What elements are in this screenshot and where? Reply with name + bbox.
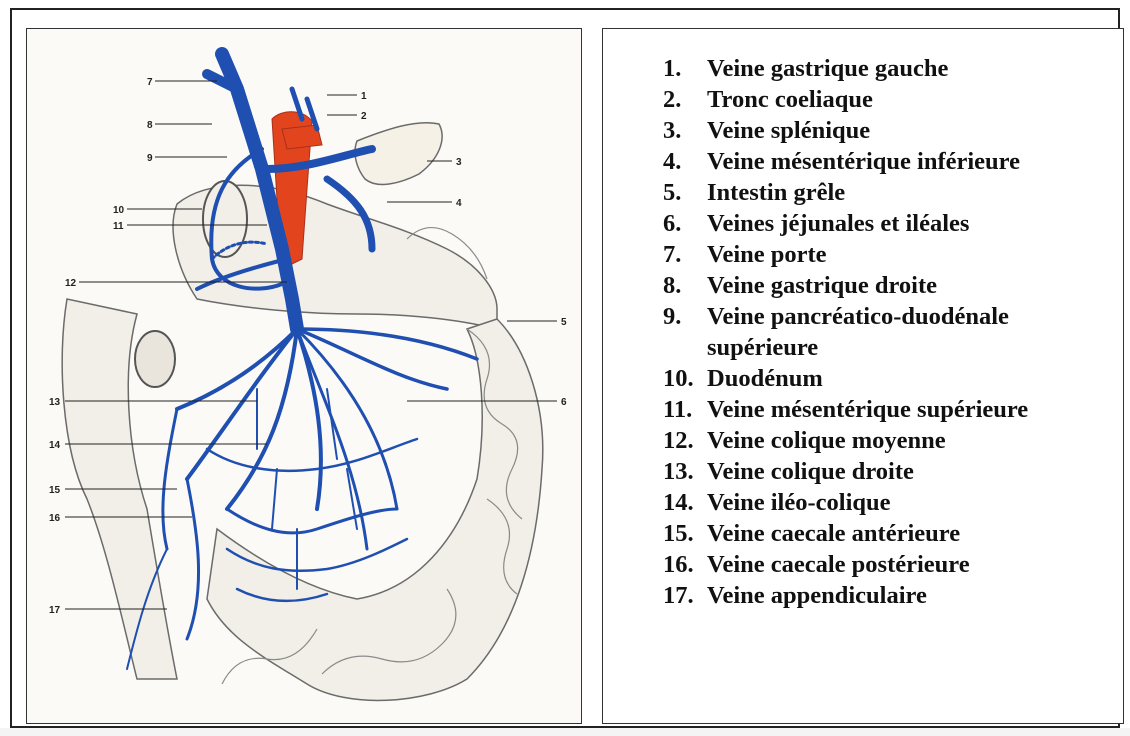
legend-label: Veine splénique xyxy=(707,115,1107,146)
callout-11: 11 xyxy=(113,221,124,232)
callout-17: 17 xyxy=(49,605,61,616)
callout-10: 10 xyxy=(113,205,125,216)
legend-item: 5.Intestin grêle xyxy=(663,177,1123,208)
legend-label: Veine gastrique droite xyxy=(707,270,1107,301)
legend-item: 4.Veine mésentérique inférieure xyxy=(663,146,1123,177)
legend-label: Veine iléo-colique xyxy=(707,487,1107,518)
figure-frame: 1 2 3 4 5 6 7 8 9 10 11 12 13 14 15 16 1… xyxy=(10,8,1120,728)
legend-label: Veine colique droite xyxy=(707,456,1107,487)
legend-number: 15. xyxy=(663,518,707,549)
legend-label: Duodénum xyxy=(707,363,1107,394)
legend-item: 3.Veine splénique xyxy=(663,115,1123,146)
legend-item: 2.Tronc coeliaque xyxy=(663,84,1123,115)
legend-item: 8.Veine gastrique droite xyxy=(663,270,1123,301)
legend-item: 1.Veine gastrique gauche xyxy=(663,53,1123,84)
callout-4: 4 xyxy=(456,198,462,209)
callout-16: 16 xyxy=(49,513,61,524)
legend-number: 11. xyxy=(663,394,707,425)
legend-label: Intestin grêle xyxy=(707,177,1107,208)
portal-vein-drawing: 1 2 3 4 5 6 7 8 9 10 11 12 13 14 15 16 1… xyxy=(27,29,580,722)
callout-7: 7 xyxy=(147,77,153,88)
legend-label: Veine mésentérique inférieure xyxy=(707,146,1107,177)
colon-opening xyxy=(135,331,175,387)
anatomy-illustration: 1 2 3 4 5 6 7 8 9 10 11 12 13 14 15 16 1… xyxy=(26,28,582,724)
legend-number: 8. xyxy=(663,270,707,301)
callout-3: 3 xyxy=(456,157,462,168)
legend-number: 3. xyxy=(663,115,707,146)
legend-label: Veines jéjunales et iléales xyxy=(707,208,1107,239)
callout-14: 14 xyxy=(49,440,61,451)
legend-label: Veine gastrique gauche xyxy=(707,53,1107,84)
legend-panel: 1.Veine gastrique gauche 2.Tronc coeliaq… xyxy=(602,28,1124,724)
legend-label: Veine appendiculaire xyxy=(707,580,1107,611)
legend-item: 7.Veine porte xyxy=(663,239,1123,270)
legend-list: 1.Veine gastrique gauche 2.Tronc coeliaq… xyxy=(603,29,1123,611)
colon-outline xyxy=(62,185,543,700)
legend-number: 7. xyxy=(663,239,707,270)
callout-1: 1 xyxy=(361,91,367,102)
legend-number: 2. xyxy=(663,84,707,115)
scan-edge xyxy=(0,728,1130,736)
legend-label: Veine colique moyenne xyxy=(707,425,1107,456)
legend-item: 10.Duodénum xyxy=(663,363,1123,394)
callout-5: 5 xyxy=(561,317,567,328)
legend-label: Veine pancréatico-duodénale supérieure xyxy=(707,301,1107,363)
callout-12: 12 xyxy=(65,278,77,289)
legend-label: Veine caecale antérieure xyxy=(707,518,1107,549)
legend-label: Tronc coeliaque xyxy=(707,84,1107,115)
legend-item: 16.Veine caecale postérieure xyxy=(663,549,1123,580)
legend-number: 17. xyxy=(663,580,707,611)
legend-item: 9.Veine pancréatico-duodénale supérieure xyxy=(663,301,1123,363)
legend-item: 13.Veine colique droite xyxy=(663,456,1123,487)
legend-item: 6.Veines jéjunales et iléales xyxy=(663,208,1123,239)
legend-item: 17.Veine appendiculaire xyxy=(663,580,1123,611)
legend-number: 4. xyxy=(663,146,707,177)
legend-item: 11.Veine mésentérique supérieure xyxy=(663,394,1123,425)
callout-9: 9 xyxy=(147,153,153,164)
callout-2: 2 xyxy=(361,111,367,122)
callout-13: 13 xyxy=(49,397,61,408)
legend-number: 6. xyxy=(663,208,707,239)
legend-number: 14. xyxy=(663,487,707,518)
legend-number: 13. xyxy=(663,456,707,487)
callout-15: 15 xyxy=(49,485,61,496)
legend-label: Veine caecale postérieure xyxy=(707,549,1107,580)
legend-label: Veine porte xyxy=(707,239,1107,270)
legend-number: 5. xyxy=(663,177,707,208)
legend-number: 12. xyxy=(663,425,707,456)
callout-6: 6 xyxy=(561,397,567,408)
legend-number: 1. xyxy=(663,53,707,84)
callout-8: 8 xyxy=(147,120,153,131)
legend-number: 10. xyxy=(663,363,707,394)
legend-number: 9. xyxy=(663,301,707,363)
legend-item: 15.Veine caecale antérieure xyxy=(663,518,1123,549)
legend-item: 14.Veine iléo-colique xyxy=(663,487,1123,518)
legend-item: 12.Veine colique moyenne xyxy=(663,425,1123,456)
legend-label: Veine mésentérique supérieure xyxy=(707,394,1107,425)
legend-number: 16. xyxy=(663,549,707,580)
